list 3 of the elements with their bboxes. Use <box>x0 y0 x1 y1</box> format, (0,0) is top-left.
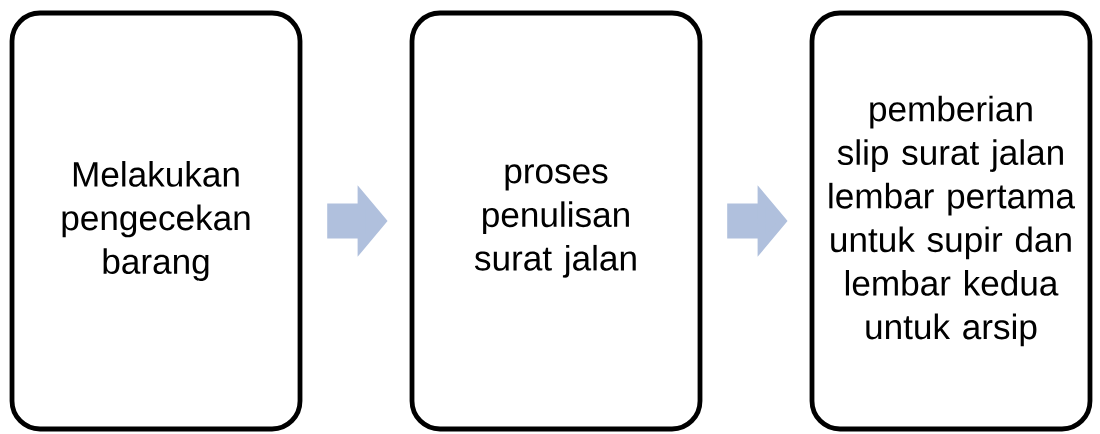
process-box: Melakukan pengecekan barang <box>9 10 303 432</box>
process-box: proses penulisan surat jalan <box>409 10 703 432</box>
process-box: pemberian slip surat jalan lembar pertama untuk supir dan lembar kedua untuk arsip <box>809 10 1093 432</box>
